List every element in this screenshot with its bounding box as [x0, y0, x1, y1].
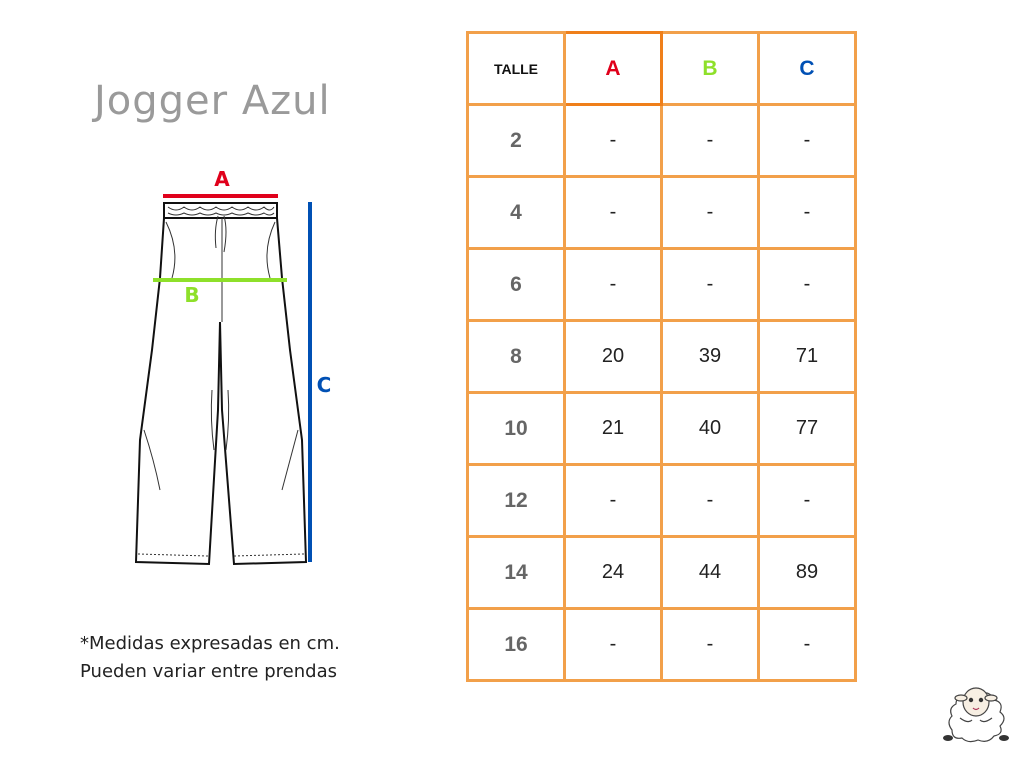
sheep-mascot-icon	[943, 687, 1009, 743]
value-b: -	[660, 463, 760, 538]
value-a: -	[563, 103, 663, 178]
table-row: 4 - - -	[466, 175, 857, 250]
label-c: C	[317, 373, 332, 397]
size-cell: 8	[466, 319, 566, 394]
header-c: C	[757, 31, 857, 106]
size-cell: 14	[466, 535, 566, 610]
size-cell: 2	[466, 103, 566, 178]
size-cell: 6	[466, 247, 566, 322]
measurement-note: *Medidas expresadas en cm. Pueden variar…	[80, 630, 340, 686]
table-row: 2 - - -	[466, 103, 857, 178]
size-cell: 4	[466, 175, 566, 250]
value-b: -	[660, 607, 760, 682]
value-a: -	[563, 247, 663, 322]
value-b: -	[660, 103, 760, 178]
value-a: 21	[563, 391, 663, 466]
page-title: Jogger Azul	[94, 78, 331, 124]
table-row: 6 - - -	[466, 247, 857, 322]
value-b: 44	[660, 535, 760, 610]
value-a: -	[563, 175, 663, 250]
pants-icon	[134, 202, 308, 566]
value-c: 71	[757, 319, 857, 394]
value-c: -	[757, 103, 857, 178]
label-a: A	[214, 167, 230, 191]
label-b: B	[184, 283, 199, 307]
table-row: 8 20 39 71	[466, 319, 857, 394]
jogger-diagram: A B C	[134, 167, 332, 566]
value-c: -	[757, 463, 857, 538]
value-b: -	[660, 247, 760, 322]
size-table: TALLE A B C 2 - - - 4 - - - 6 - - - 8 20…	[466, 31, 857, 682]
header-a: A	[563, 31, 663, 106]
table-row: 16 - - -	[466, 607, 857, 682]
value-c: 89	[757, 535, 857, 610]
size-cell: 10	[466, 391, 566, 466]
value-a: 24	[563, 535, 663, 610]
note-line-1: *Medidas expresadas en cm.	[80, 633, 340, 654]
note-line-2: Pueden variar entre prendas	[80, 661, 337, 682]
value-a: -	[563, 463, 663, 538]
value-c: 77	[757, 391, 857, 466]
table-header-row: TALLE A B C	[466, 31, 857, 106]
header-talle: TALLE	[466, 31, 566, 106]
header-b: B	[660, 31, 760, 106]
value-b: 40	[660, 391, 760, 466]
value-b: 39	[660, 319, 760, 394]
value-b: -	[660, 175, 760, 250]
value-c: -	[757, 607, 857, 682]
table-row: 14 24 44 89	[466, 535, 857, 610]
value-c: -	[757, 175, 857, 250]
size-cell: 16	[466, 607, 566, 682]
table-row: 12 - - -	[466, 463, 857, 538]
value-c: -	[757, 247, 857, 322]
value-a: 20	[563, 319, 663, 394]
size-cell: 12	[466, 463, 566, 538]
value-a: -	[563, 607, 663, 682]
table-row: 10 21 40 77	[466, 391, 857, 466]
